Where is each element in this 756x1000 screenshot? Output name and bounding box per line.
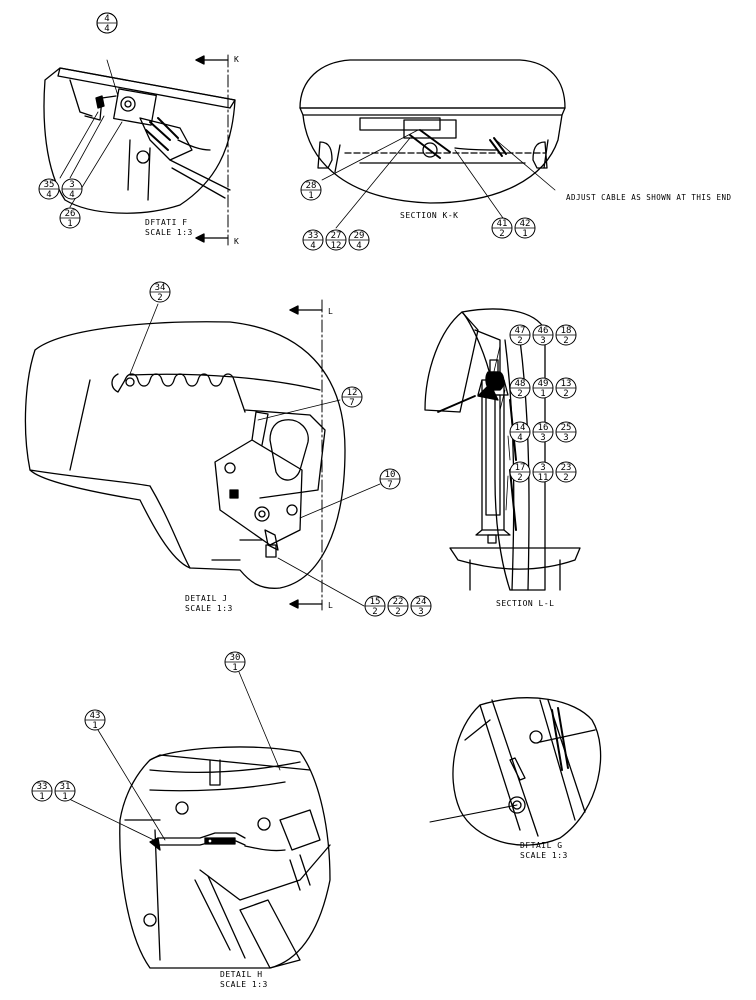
detail-f-title: DFTATI F	[145, 218, 188, 227]
balloon-l-qty: 2	[517, 473, 522, 483]
balloon-k-item: 29	[354, 231, 365, 241]
balloon-j-qty: 7	[349, 398, 354, 408]
cut-label-k-top: K	[234, 55, 239, 64]
balloon-k-item: 27	[331, 231, 342, 241]
balloon-l-qty: 3	[540, 433, 545, 443]
balloon-k-qty: 4	[356, 241, 361, 251]
balloon-h-qty: 1	[232, 663, 237, 673]
balloon-l-item: 49	[538, 379, 549, 389]
detail-g-scale: SCALE 1:3	[520, 851, 568, 860]
balloon-f-item: 35	[44, 180, 55, 190]
balloon-j-item: 34	[155, 283, 166, 293]
balloon-l-qty: 2	[563, 336, 568, 346]
balloon-f-qty: 4	[46, 190, 51, 200]
balloon-k-qty: 2	[499, 229, 504, 239]
balloon-l-item: 48	[515, 379, 526, 389]
balloon-l-item: 47	[515, 326, 526, 336]
balloon-l-item: 18	[561, 326, 572, 336]
balloon-l-qty: 2	[517, 389, 522, 399]
section-l-cut-line	[289, 299, 323, 611]
balloon-k-qty: 4	[310, 241, 315, 251]
balloon-f-qty: 4	[104, 24, 109, 34]
balloon-f-item: 3	[69, 180, 74, 190]
section-k-title: SECTION K-K	[400, 211, 458, 220]
detail-h-scale: SCALE 1:3	[220, 980, 268, 989]
balloon-f-qty: 4	[69, 190, 74, 200]
balloon-k-qty: 1	[308, 191, 313, 201]
detail-f-scale: SCALE 1:3	[145, 228, 193, 237]
balloon-l-item: 25	[561, 423, 572, 433]
balloon-l-qty: 3	[563, 433, 568, 443]
balloon-j-item: 24	[416, 597, 427, 607]
balloon-j-item: 10	[385, 470, 396, 480]
balloon-l-qty: 4	[517, 433, 522, 443]
balloon-l-item: 3	[540, 463, 545, 473]
balloon-k-item: 42	[520, 219, 531, 229]
detail-j-title: DETAIL J	[185, 594, 228, 603]
balloon-l-item: 17	[515, 463, 526, 473]
balloon-j-item: 12	[347, 388, 358, 398]
balloon-h-item: 30	[230, 653, 241, 663]
detail-g-title: DFTAIL G	[520, 841, 563, 850]
balloon-j-qty: 2	[395, 607, 400, 617]
balloon-l-qty: 11	[538, 473, 549, 483]
balloon-l-item: 23	[561, 463, 572, 473]
balloon-h-qty: 1	[39, 792, 44, 802]
balloon-l-item: 16	[538, 423, 549, 433]
detail-f-view	[43, 67, 236, 214]
balloon-j-item: 15	[370, 597, 381, 607]
balloon-l-qty: 3	[540, 336, 545, 346]
section-k-view	[299, 59, 566, 204]
detail-j-scale: SCALE 1:3	[185, 604, 233, 613]
balloon-j-item: 22	[393, 597, 404, 607]
balloon-h-qty: 1	[92, 721, 97, 731]
balloon-h-qty: 1	[62, 792, 67, 802]
balloon-h-item: 31	[60, 782, 71, 792]
balloon-j-qty: 7	[387, 480, 392, 490]
balloon-j-qty: 2	[372, 607, 377, 617]
balloon-j-qty: 3	[418, 607, 423, 617]
balloon-k-qty: 12	[331, 241, 342, 251]
balloon-f-item: 26	[65, 209, 76, 219]
balloon-k-item: 28	[306, 181, 317, 191]
balloon-h-item: 43	[90, 711, 101, 721]
balloon-l-item: 46	[538, 326, 549, 336]
balloon-k-item: 41	[497, 219, 508, 229]
cut-label-l-bottom: L	[328, 601, 333, 610]
section-k-cut-line	[195, 54, 229, 246]
balloon-k-item: 33	[308, 231, 319, 241]
balloon-l-item: 13	[561, 379, 572, 389]
balloon-k-qty: 1	[522, 229, 527, 239]
cut-label-l-top: L	[328, 307, 333, 316]
detail-h-view	[119, 746, 331, 969]
balloon-f-item: 4	[104, 14, 109, 24]
balloon-h-item: 33	[37, 782, 48, 792]
detail-g-view	[429, 697, 602, 846]
balloon-l-qty: 2	[563, 389, 568, 399]
cut-label-k-bottom: K	[234, 237, 239, 246]
balloon-j-qty: 2	[157, 293, 162, 303]
balloon-l-qty: 2	[563, 473, 568, 483]
balloon-l-qty: 1	[540, 389, 545, 399]
section-l-view	[424, 308, 581, 591]
section-l-title: SECTION L-L	[496, 599, 554, 608]
adjust-cable-note: ADJUST CABLE AS SHOWN AT THIS END	[566, 193, 732, 202]
balloon-l-item: 14	[515, 423, 526, 433]
balloon-f-qty: 1	[67, 219, 72, 229]
detail-j-view	[24, 321, 346, 589]
detail-h-title: DETAIL H	[220, 970, 263, 979]
balloon-l-qty: 2	[517, 336, 522, 346]
